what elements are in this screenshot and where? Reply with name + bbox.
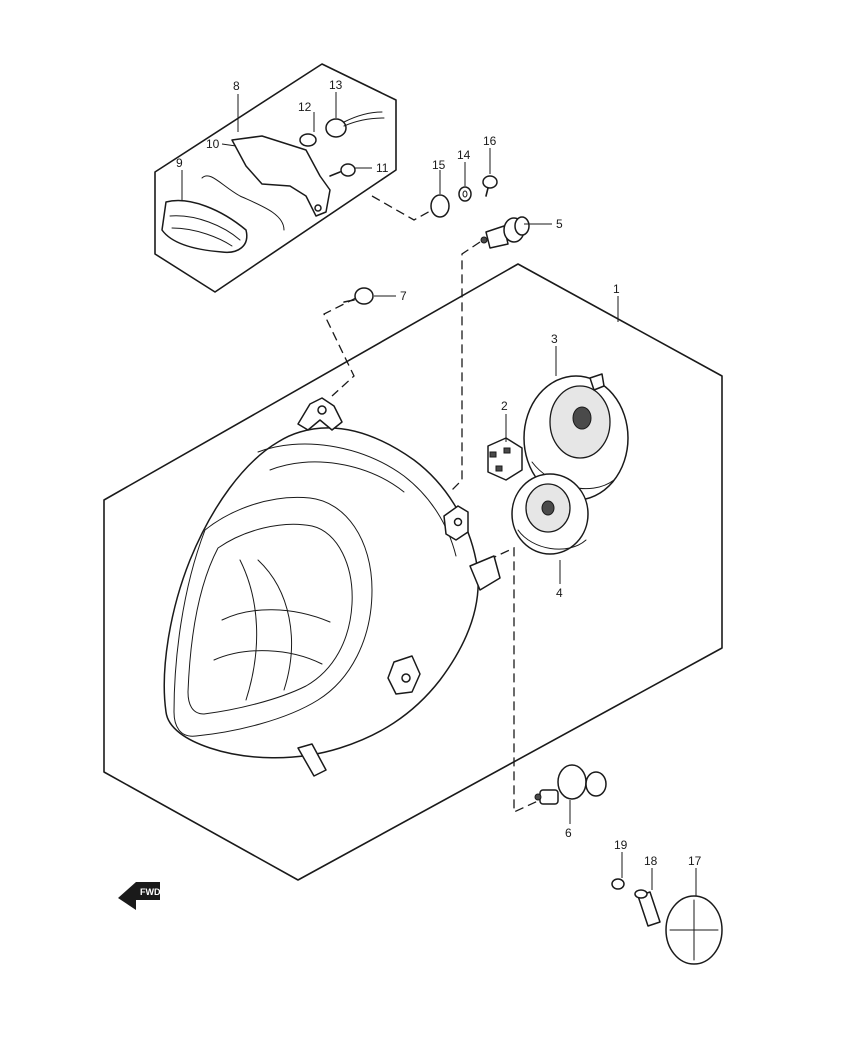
callout-9: 9 — [176, 156, 183, 170]
callout-2: 2 — [501, 399, 508, 413]
grommet-15 — [430, 194, 450, 218]
callout-14: 14 — [457, 148, 471, 162]
headlight-bulb-upper — [480, 216, 530, 249]
callout-15: 15 — [432, 158, 446, 172]
callout-11: 11 — [376, 161, 389, 175]
callout-19: 19 — [614, 838, 628, 852]
callout-17: 17 — [688, 854, 702, 868]
callout-5: 5 — [556, 217, 563, 231]
callout-4: 4 — [556, 586, 563, 600]
callout-18: 18 — [644, 854, 658, 868]
screw-11 — [329, 163, 356, 177]
position-lamp-wire — [201, 175, 285, 231]
bolt-16 — [482, 175, 498, 197]
fwd-arrow-icon: FWD — [118, 882, 161, 910]
pin-18 — [634, 889, 661, 927]
callout-13: 13 — [329, 78, 343, 92]
callout-3: 3 — [551, 332, 558, 346]
lamp-bracket — [231, 135, 331, 217]
headlight-bulb-lower — [534, 764, 607, 805]
washer-19 — [611, 878, 625, 890]
callout-16: 16 — [483, 134, 497, 148]
bulb-socket — [487, 437, 523, 481]
dust-cover-small — [511, 473, 589, 555]
position-bulb-socket — [325, 111, 385, 138]
assembly-boundary-box — [103, 263, 723, 881]
dashed-line-housing-to-bulb6 — [487, 546, 541, 814]
dashed-line-bracket-to-grommet — [371, 195, 433, 221]
headlamp-housing — [163, 397, 501, 777]
washer-14 — [458, 186, 472, 202]
position-bulb — [299, 133, 317, 147]
leader-10 — [221, 143, 237, 147]
position-lamp-lens — [161, 199, 248, 254]
dashed-line-bulb-to-socket — [451, 241, 481, 491]
fwd-label: FWD — [140, 887, 161, 897]
callout-10: 10 — [206, 137, 220, 151]
callout-1: 1 — [613, 282, 620, 296]
callout-7: 7 — [400, 289, 407, 303]
callout-12: 12 — [298, 100, 312, 114]
callout-8: 8 — [233, 79, 240, 93]
cap-17 — [665, 895, 723, 965]
dashed-line-screw-to-housing — [323, 297, 357, 397]
screw-7 — [343, 287, 374, 305]
callout-6: 6 — [565, 826, 572, 840]
subassembly-boundary-box — [154, 63, 397, 293]
dust-cover-large — [523, 373, 629, 501]
